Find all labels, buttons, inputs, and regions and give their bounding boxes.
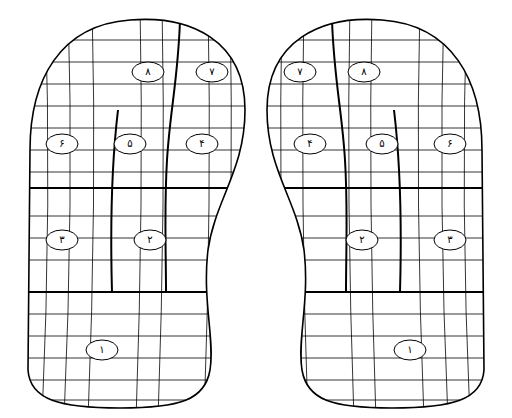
zone-number: ۸ bbox=[145, 66, 150, 78]
circle-shape bbox=[132, 62, 164, 82]
circle-shape bbox=[114, 134, 146, 154]
circle-shape bbox=[46, 134, 78, 154]
zone-number: ۱ bbox=[407, 344, 412, 356]
zone-circle: ۷ bbox=[195, 61, 229, 83]
circle-shape bbox=[86, 340, 118, 360]
zone-circle: ۵ bbox=[113, 133, 147, 155]
zone-circle: ۳ bbox=[45, 229, 79, 251]
zone-circle: ۶ bbox=[45, 133, 79, 155]
zone-circle: ۱ bbox=[393, 339, 427, 361]
zone-number: ۴ bbox=[307, 138, 312, 150]
zone-number: ۱ bbox=[99, 344, 104, 356]
circle-shape bbox=[434, 134, 466, 154]
zone-number: ۲ bbox=[359, 234, 364, 246]
circle-shape bbox=[186, 134, 218, 154]
zone-number: ۳ bbox=[59, 234, 64, 246]
circle-shape bbox=[284, 62, 316, 82]
circle-shape bbox=[196, 62, 228, 82]
zone-circle: ۳ bbox=[433, 229, 467, 251]
circle-shape bbox=[346, 230, 378, 250]
zone-number: ۶ bbox=[59, 138, 64, 150]
zone-circle: ۱ bbox=[85, 339, 119, 361]
zone-number: ۸ bbox=[361, 66, 366, 78]
zone-circle: ۶ bbox=[433, 133, 467, 155]
circle-shape bbox=[294, 134, 326, 154]
zone-circle: ۲ bbox=[345, 229, 379, 251]
zone-number: ۳ bbox=[447, 234, 452, 246]
circle-shape bbox=[366, 134, 398, 154]
zone-number: ۲ bbox=[147, 234, 152, 246]
zone-circle: ۵ bbox=[365, 133, 399, 155]
zone-number: ۶ bbox=[447, 138, 452, 150]
zone-circle: ۴ bbox=[185, 133, 219, 155]
zone-circle: ۲ bbox=[133, 229, 167, 251]
zone-number: ۷ bbox=[297, 66, 302, 78]
zone-number: ۴ bbox=[199, 138, 204, 150]
circle-shape bbox=[434, 230, 466, 250]
zone-circle: ۷ bbox=[283, 61, 317, 83]
left-insole bbox=[0, 0, 260, 418]
right-insole bbox=[252, 0, 512, 418]
zone-circle: ۴ bbox=[293, 133, 327, 155]
zone-circle: ۸ bbox=[131, 61, 165, 83]
zone-circle: ۸ bbox=[347, 61, 381, 83]
circle-shape bbox=[394, 340, 426, 360]
zone-number: ۷ bbox=[209, 66, 214, 78]
circle-shape bbox=[46, 230, 78, 250]
zone-number: ۵ bbox=[379, 138, 384, 150]
zone-number: ۵ bbox=[127, 138, 132, 150]
circle-shape bbox=[134, 230, 166, 250]
circle-shape bbox=[348, 62, 380, 82]
